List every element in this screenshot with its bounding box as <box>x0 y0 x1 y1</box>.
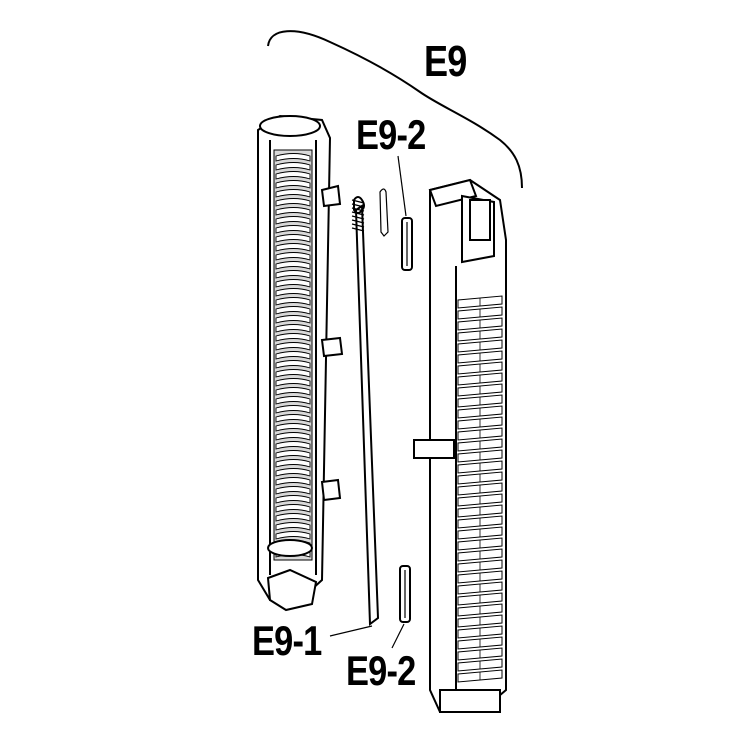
left-housing-part <box>257 114 344 612</box>
bottom-pin-leader <box>391 623 405 649</box>
top-pin-leader <box>397 155 407 217</box>
rod-spring <box>351 199 365 232</box>
rod-part <box>351 196 380 626</box>
right-housing-part <box>413 178 507 713</box>
top-pin-part <box>401 217 413 271</box>
rod-leader <box>329 625 373 637</box>
callout-e9-1-rod: E9-1 <box>252 617 322 664</box>
bottom-pin-part <box>399 565 411 623</box>
right-louver-slats <box>457 295 503 683</box>
callout-e9-2-bottom-pin: E9-2 <box>346 647 416 694</box>
callout-e9-2-top-pin: E9-2 <box>356 111 426 158</box>
assembly-bracket <box>267 30 523 189</box>
left-grille-slats <box>275 153 311 558</box>
callout-e9-assembly: E9 <box>424 37 467 86</box>
spring-wire <box>379 188 389 237</box>
